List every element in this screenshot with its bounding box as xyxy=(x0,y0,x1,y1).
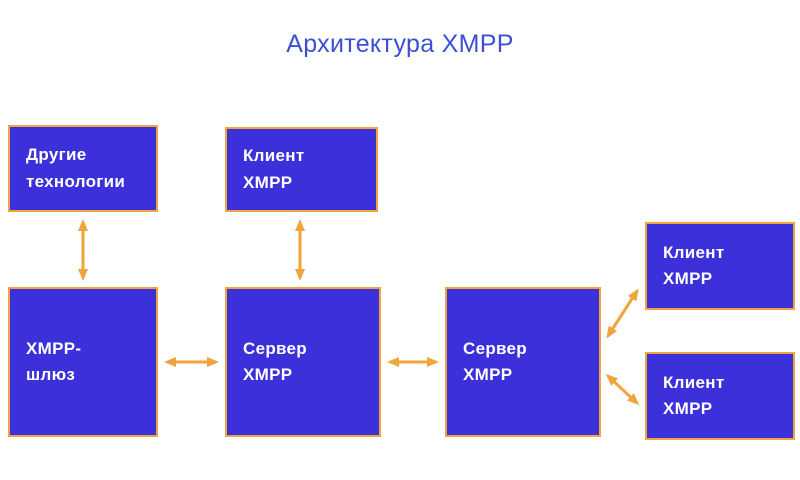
node-xmpp-client-top: Клиент XMPP xyxy=(225,127,378,212)
diagram-title: Архитектура XMPP xyxy=(286,30,514,58)
node-label: Другие технологии xyxy=(26,145,126,191)
node-label: XMPP- шлюз xyxy=(26,338,82,384)
node-label: Сервер XMPP xyxy=(243,338,307,384)
node-xmpp-client-right-top: Клиент XMPP xyxy=(645,222,795,310)
node-label: Клиент XMPP xyxy=(243,146,305,192)
node-label: Клиент XMPP xyxy=(663,242,725,288)
node-xmpp-server-left: Сервер XMPP xyxy=(225,287,381,437)
arrow-serverright-clientbot xyxy=(605,373,640,406)
node-other-technologies: Другие технологии xyxy=(8,125,158,212)
arrow-serverright-clienttop xyxy=(606,288,639,339)
node-label: Клиент XMPP xyxy=(663,372,725,418)
node-xmpp-server-right: Сервер XMPP xyxy=(445,287,601,437)
node-xmpp-gateway: XMPP- шлюз xyxy=(8,287,158,437)
node-xmpp-client-right-bottom: Клиент XMPP xyxy=(645,352,795,440)
node-label: Сервер XMPP xyxy=(463,338,527,384)
